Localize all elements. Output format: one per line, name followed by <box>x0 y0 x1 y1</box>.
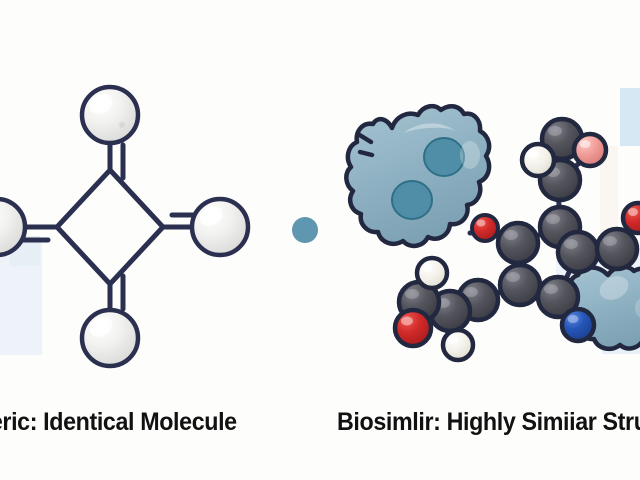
divider-node <box>292 217 318 243</box>
atom-oxygen-3-hl <box>401 316 413 326</box>
atom-carbon-11-hl <box>405 289 419 299</box>
protein-blob-lower-sheen-2 <box>635 298 640 318</box>
atom-hydrogen-left-hl <box>422 264 432 272</box>
protein-blob-upper-nub-b <box>357 149 375 158</box>
right-molecule-atoms <box>392 116 640 363</box>
atom-nitrogen <box>559 306 597 344</box>
atom-carbon-2-hl <box>546 214 560 224</box>
atom-hydrogen-top-hl <box>527 150 539 158</box>
protein-blob-upper-sheen <box>404 123 455 133</box>
atom-carbon-7-hl <box>564 239 578 249</box>
atom-oxygen-2 <box>620 200 640 236</box>
atom-right-highlight <box>199 206 223 226</box>
atom-oxygen-salmon <box>571 131 609 169</box>
atom-hydrogen-bottom <box>440 327 476 363</box>
protein-blob-upper-pocket-2 <box>391 180 433 220</box>
atom-top-speck <box>119 122 125 128</box>
atom-hydrogen-left <box>414 255 450 291</box>
atom-oxygen-1 <box>470 213 500 243</box>
atom-carbon-9-hl <box>464 287 478 297</box>
atom-nitrogen-hl <box>567 315 579 323</box>
protein-blob-upper-pocket-1 <box>423 137 465 177</box>
atom-oxygen-3 <box>392 307 434 349</box>
left-molecule-bonds <box>15 140 199 314</box>
atom-hydrogen-bottom-hl <box>448 336 458 344</box>
atom-carbon-5-hl <box>506 272 520 282</box>
atom-carbon-8-hl <box>603 236 617 246</box>
atom-carbon-5 <box>497 262 543 308</box>
atom-carbon-8 <box>594 226 640 272</box>
atom-carbon-6 <box>535 274 581 320</box>
left-panel-caption: neric: Identical Molecule <box>0 408 237 436</box>
atom-carbon-6-hl <box>544 284 558 294</box>
atom-oxygen-2-hl <box>628 208 638 216</box>
atom-hydrogen-top <box>519 141 557 179</box>
atom-carbon-7 <box>555 229 601 275</box>
atom-carbon-1 <box>495 220 541 266</box>
left-molecule-atoms <box>0 84 251 369</box>
protein-blob-upper <box>344 103 492 249</box>
protein-blob-upper-nub-a <box>355 131 374 145</box>
atom-top-highlight <box>89 94 113 114</box>
atom-left-cropped <box>0 196 28 258</box>
protein-blob-lower-sheen <box>599 276 629 300</box>
atom-bottom-highlight <box>89 317 113 337</box>
atom-carbon-4-hl <box>548 126 562 136</box>
atom-oxygen-salmon-hl <box>579 140 591 148</box>
protein-blob-upper-sheen-2 <box>460 141 480 169</box>
atom-oxygen-1-hl <box>476 219 486 227</box>
atom-carbon-1-hl <box>504 230 518 240</box>
right-panel-caption: Biosimlir: Highly Simiiar Struc <box>337 408 640 436</box>
